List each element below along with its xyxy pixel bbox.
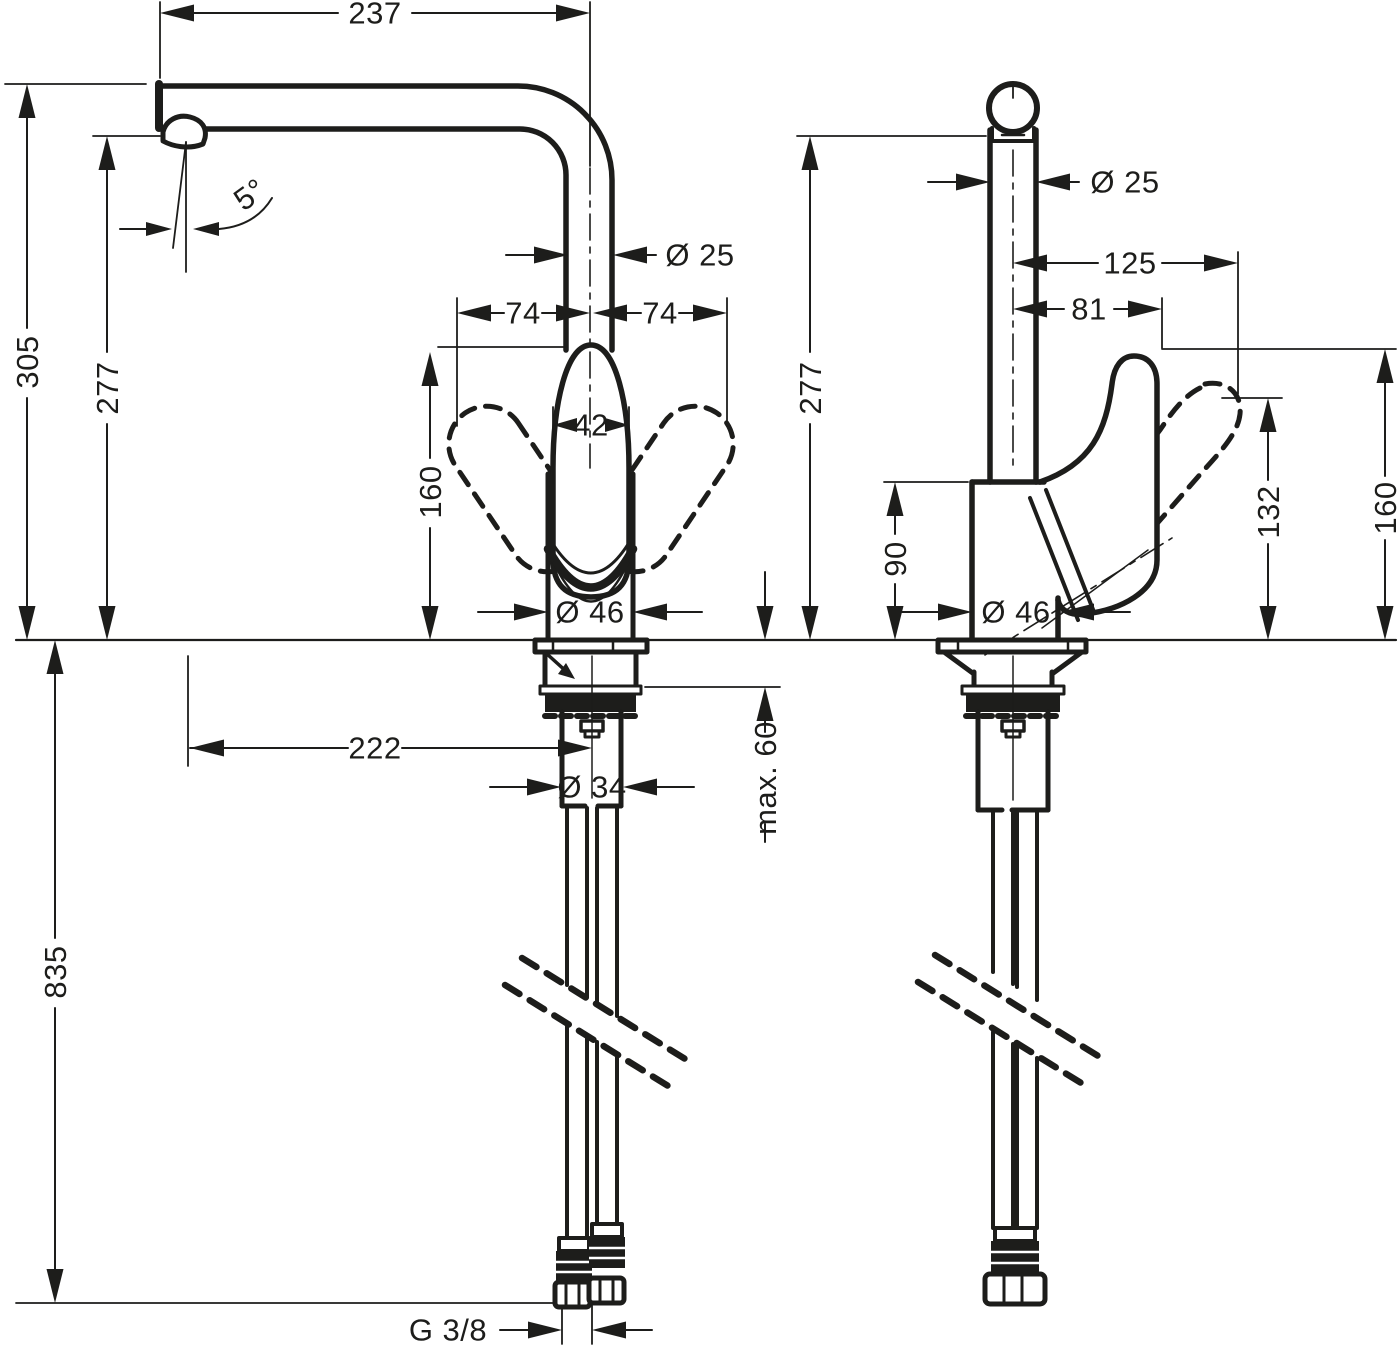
dim-spout-diameter-side: Ø 25 — [927, 165, 1159, 200]
dim-hose-length: 835 — [15, 640, 555, 1304]
dim-label-spout-diameter-side: Ø 25 — [1090, 165, 1159, 200]
hose-fitting-side — [982, 1226, 1048, 1307]
dim-label-handle-hinge-offset: 81 — [1071, 292, 1106, 327]
dim-connection-thread: G 3/8 — [409, 1304, 653, 1348]
dim-handle-tip-height: 132 — [1221, 397, 1286, 640]
dim-label-spout-reach: 237 — [348, 0, 401, 31]
dim-label-handle-top-height: 160 — [1368, 481, 1400, 534]
dim-handle-reach: 125 — [1013, 246, 1239, 395]
dim-handle-hinge-offset: 81 — [1013, 292, 1163, 349]
dim-label-base-diameter-side: Ø 46 — [981, 595, 1050, 630]
dim-label-hose-length: 835 — [38, 945, 73, 998]
dim-spout-angle: 5° — [119, 141, 273, 273]
mounting-hardware-front — [532, 637, 650, 809]
dim-spout-height-side: 277 — [793, 135, 987, 640]
aerator — [160, 113, 208, 150]
dim-body-height: 90 — [878, 481, 969, 640]
dim-base-diameter-front: Ø 46 — [477, 595, 703, 630]
mounting-hardware-side — [935, 637, 1089, 813]
dim-label-spout-height-front: 277 — [90, 361, 125, 414]
dim-label-handle-width: 42 — [573, 408, 608, 443]
hose-fittings-front — [552, 1222, 627, 1310]
dim-label-connection-thread: G 3/8 — [409, 1313, 487, 1348]
dim-label-handle-tip-height: 132 — [1251, 485, 1286, 538]
dim-total-height: 305 — [4, 83, 147, 640]
lever-fill — [1040, 356, 1157, 616]
dim-max-counter-thickness: max. 60 — [644, 571, 783, 843]
dim-handle-top-height: 160 — [1161, 348, 1400, 640]
dim-handle-width: 42 — [552, 406, 630, 484]
dim-swivel-74-left: 74 — [456, 296, 590, 427]
dim-spout-diameter-front: Ø 25 — [505, 238, 734, 273]
dim-label-handle-reach: 125 — [1103, 246, 1156, 281]
dim-label-spout-diameter-front: Ø 25 — [665, 238, 734, 273]
dim-label-spout-offset: 222 — [348, 731, 401, 766]
dim-spout-reach: 237 — [159, 0, 591, 167]
dim-label-swivel-left: 74 — [505, 296, 540, 331]
dim-spout-offset: 222 — [187, 655, 592, 767]
spout-outline — [155, 80, 615, 353]
dim-label-total-height: 305 — [10, 335, 45, 388]
dim-label-body-height: 90 — [878, 541, 913, 576]
dim-label-spout-angle: 5° — [227, 171, 272, 217]
dim-spout-height-front: 277 — [90, 135, 161, 640]
dim-label-max-counter-thickness: max. 60 — [748, 721, 783, 835]
dim-shank-diameter: Ø 34 — [489, 770, 695, 805]
dim-label-base-diameter-front: Ø 46 — [555, 595, 624, 630]
dim-base-diameter-side: Ø 46 — [901, 595, 1131, 630]
spout-side-outline — [986, 81, 1040, 485]
dim-handle-height-front: 160 — [413, 346, 566, 640]
dim-label-swivel-right: 74 — [642, 296, 677, 331]
dim-label-spout-height-side: 277 — [793, 361, 828, 414]
supply-hoses-side — [914, 810, 1107, 1230]
front-view: 237 305 277 5° — [4, 0, 1398, 1348]
dim-swivel-74-right: 74 — [593, 296, 728, 427]
side-view: 277 Ø 25 125 81 — [793, 81, 1400, 1307]
supply-hoses-front — [501, 806, 694, 1240]
dim-label-handle-height-front: 160 — [413, 465, 448, 518]
dim-label-shank-diameter: Ø 34 — [557, 770, 626, 805]
